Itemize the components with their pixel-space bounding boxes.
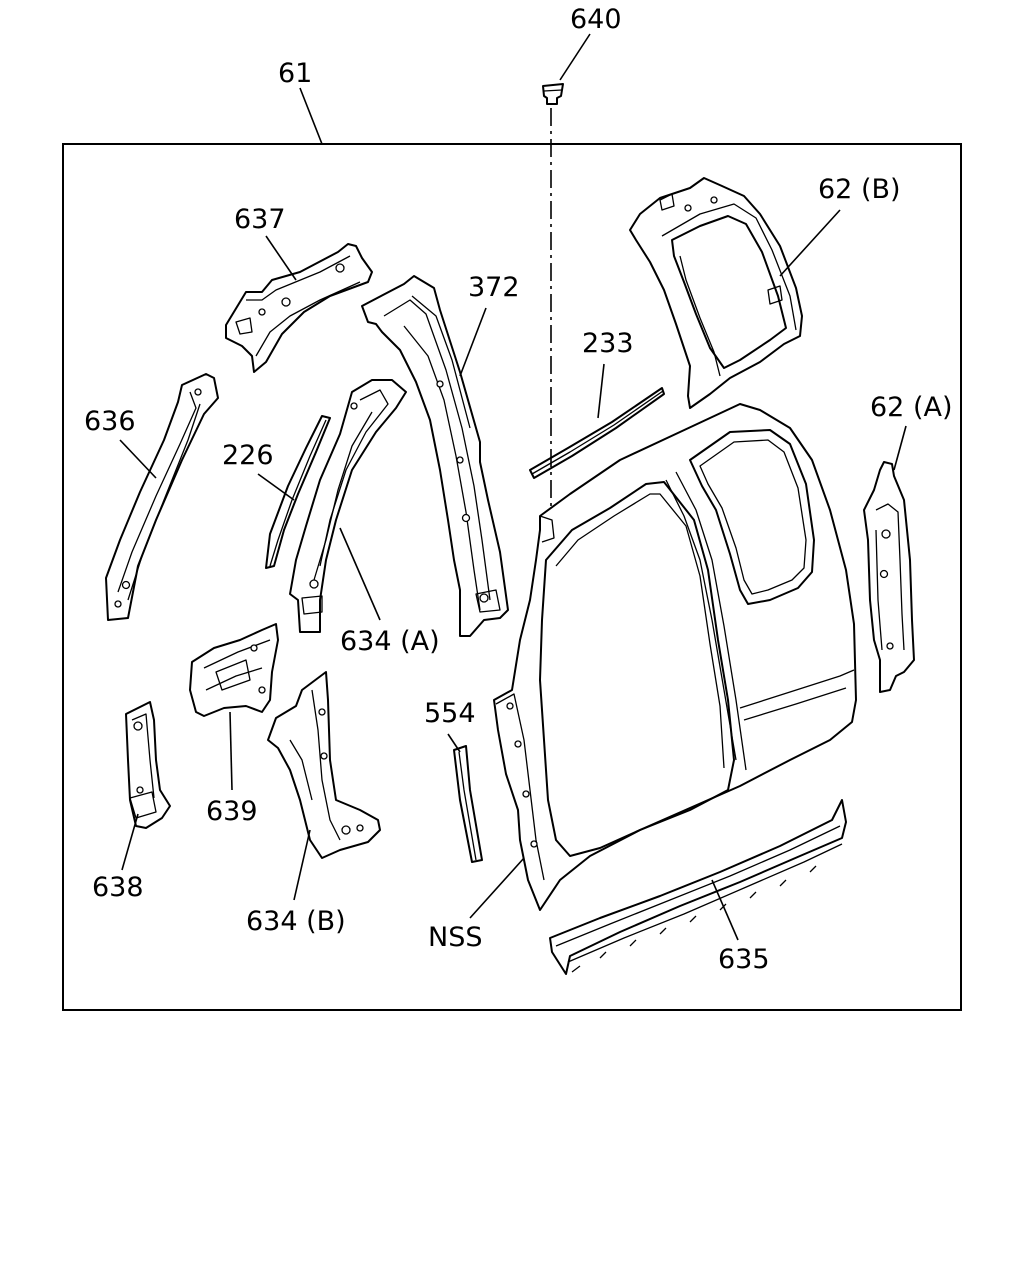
assembly-frame — [62, 143, 962, 1011]
callout-635: 635 — [718, 944, 770, 975]
callout-226: 226 — [222, 440, 274, 471]
callout-61: 61 — [278, 58, 312, 89]
part-635-sill[interactable] — [549, 799, 847, 975]
part-554[interactable] — [453, 745, 483, 863]
callout-637: 637 — [234, 204, 286, 235]
part-638[interactable] — [125, 701, 171, 829]
part-640-clip[interactable] — [542, 83, 564, 510]
part-nss-side-panel[interactable] — [493, 403, 857, 911]
part-634a[interactable] — [289, 379, 407, 633]
leader-lines — [119, 33, 907, 941]
callout-62a: 62 (A) — [870, 392, 952, 423]
callout-640: 640 — [570, 4, 622, 35]
part-639[interactable] — [189, 623, 279, 717]
callout-634a: 634 (A) — [340, 626, 440, 657]
callout-634b: 634 (B) — [246, 906, 346, 937]
callout-372: 372 — [468, 272, 520, 303]
part-637[interactable] — [225, 243, 373, 373]
callout-233: 233 — [582, 328, 634, 359]
part-634b[interactable] — [267, 671, 381, 859]
callout-636: 636 — [84, 406, 136, 437]
callout-638: 638 — [92, 872, 144, 903]
callout-639: 639 — [206, 796, 258, 827]
part-233[interactable] — [529, 387, 665, 479]
callout-nss: NSS — [428, 922, 482, 953]
part-636[interactable] — [105, 373, 219, 621]
part-372[interactable] — [361, 275, 509, 637]
callout-62b: 62 (B) — [818, 174, 901, 205]
part-62a[interactable] — [863, 461, 915, 693]
callout-554: 554 — [424, 698, 476, 729]
part-226[interactable] — [265, 415, 331, 569]
part-62b[interactable] — [629, 177, 803, 409]
